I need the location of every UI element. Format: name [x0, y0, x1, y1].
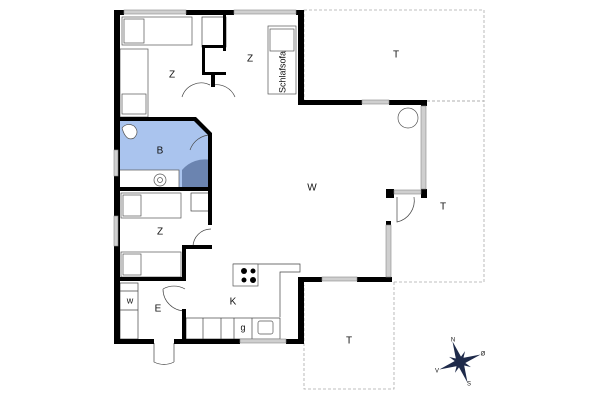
- room-label-terrace-south: T: [346, 336, 352, 347]
- wardrobe: [201, 16, 227, 48]
- stove-round-icon: [397, 107, 419, 129]
- pillow: [123, 18, 145, 44]
- pillow: [122, 194, 142, 217]
- compass-south-label: S: [467, 382, 471, 388]
- kitchen-sink-icon: [257, 320, 274, 335]
- terrace-south-outline: [303, 282, 395, 390]
- toilet-icon: [121, 124, 138, 140]
- compass-rose-icon: [439, 341, 481, 383]
- double-door-swing: [181, 82, 236, 98]
- hob-icon: [241, 268, 247, 274]
- utility-cabinet: [119, 282, 139, 340]
- terraces: [303, 9, 485, 390]
- shower-tray: [182, 159, 211, 189]
- room-label-garbage: g: [240, 322, 245, 332]
- compass-west-label: V: [435, 369, 439, 375]
- room-label-kitchen: K: [230, 297, 237, 308]
- bedroom-3-furniture: [120, 192, 212, 278]
- kitchen-furniture: [185, 263, 301, 340]
- living-room-furniture: [181, 82, 419, 223]
- room-label-terrace-east: T: [440, 202, 446, 213]
- room-label-washer: w: [126, 295, 134, 305]
- room-label-bathroom: B: [157, 146, 164, 157]
- room-label-bedroom-2: Z: [247, 54, 253, 65]
- windows: [113, 9, 427, 344]
- sofa-cushion: [269, 28, 295, 52]
- bedroom-2-furniture: Schlafsofa: [267, 25, 297, 95]
- compass-east-label: Ø: [481, 352, 486, 358]
- room-label-entrance: E: [155, 304, 162, 315]
- sofa-label: Schlafsofa: [277, 51, 287, 93]
- terrace-east-outline: [392, 100, 485, 283]
- room-label-bedroom-1: Z: [169, 70, 175, 81]
- front-door-swing: [153, 343, 175, 365]
- room-label-terrace-north: T: [393, 50, 399, 61]
- vanity-counter: [116, 169, 180, 190]
- room-label-bedroom-3: Z: [157, 227, 163, 238]
- bedroom-1-furniture: [119, 16, 227, 118]
- entrance-inner-door-swing: [162, 288, 186, 312]
- bathroom-area: [116, 120, 212, 190]
- pillow: [121, 93, 147, 115]
- terrace-door-swing: [396, 196, 415, 223]
- room-labels: Z Z B W Z K E w g T T T: [126, 50, 446, 347]
- room-label-living-room: W: [307, 183, 317, 194]
- walls: [114, 10, 427, 344]
- pillow: [122, 253, 142, 276]
- bedroom-3-door-swing: [192, 228, 212, 248]
- compass-north-label: N: [451, 338, 455, 344]
